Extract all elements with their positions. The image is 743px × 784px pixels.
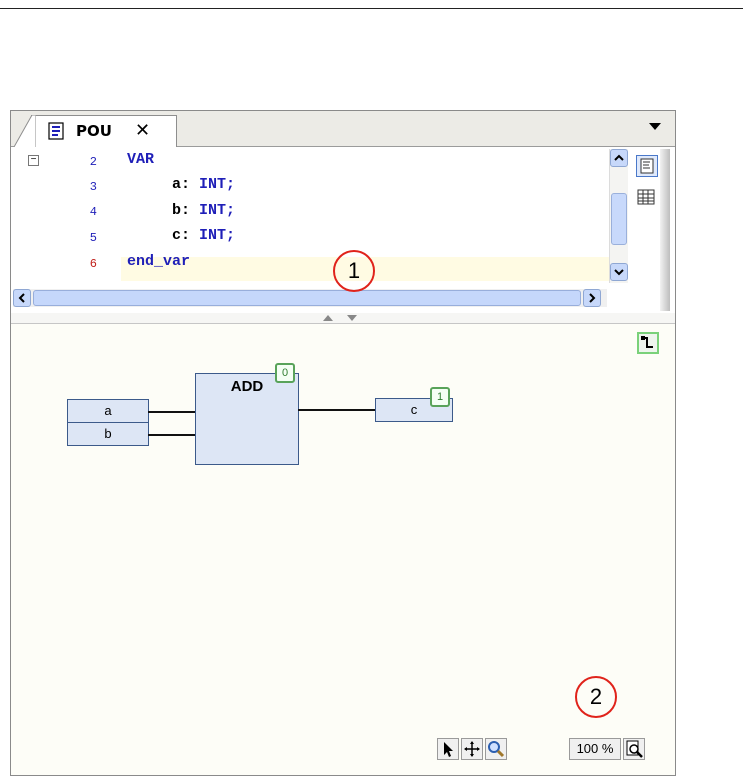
pointer-icon	[444, 742, 453, 757]
callout-2: 2	[575, 676, 617, 718]
wire-c	[298, 409, 376, 411]
input-variable-a[interactable]: a	[67, 399, 149, 423]
table-view-icon	[637, 189, 655, 205]
top-rule	[0, 8, 743, 9]
magnifier-icon	[488, 741, 505, 758]
zoom-level-display[interactable]: 100 %	[569, 738, 621, 760]
router-icon	[641, 336, 653, 348]
add-block[interactable]: ADD	[195, 373, 299, 465]
collapse-block-icon[interactable]: −	[28, 155, 39, 166]
add-block-label: ADD	[230, 378, 264, 395]
zoom-tool-button[interactable]	[485, 738, 507, 760]
scroll-up-button[interactable]	[610, 149, 628, 167]
code-line: c: INT;	[127, 227, 235, 244]
wire-a	[148, 411, 196, 413]
pou-document-icon	[48, 122, 64, 140]
line-number: 2	[89, 155, 97, 169]
code-token: INT;	[199, 202, 236, 219]
code-area[interactable]: VAR a: INT; b: INT; c: INT; end_var	[121, 147, 609, 285]
vertical-scroll-thumb[interactable]	[611, 193, 627, 245]
scroll-down-button[interactable]	[610, 263, 628, 281]
vertical-scrollbar[interactable]	[609, 149, 628, 283]
line-number-current: 6	[89, 257, 97, 271]
chevron-left-icon	[18, 293, 25, 303]
scroll-right-button[interactable]	[583, 289, 601, 307]
code-line: VAR	[127, 151, 154, 168]
tab-bar: POU ✕	[11, 111, 675, 147]
code-token: INT;	[199, 176, 236, 193]
pou-editor-window: POU ✕ − 2 3 4 5 6 VAR a: INT; b: INT; c:…	[10, 110, 676, 776]
splitter-arrows-icon	[323, 315, 357, 321]
callout-1: 1	[333, 250, 375, 292]
text-view-icon	[640, 158, 654, 174]
zoom-options-button[interactable]	[623, 738, 645, 760]
code-token: end_var	[127, 253, 191, 270]
horizontal-scrollbar[interactable]	[13, 289, 607, 307]
fbd-canvas[interactable]: a b ADD 0 c 1 1 2 100 %	[11, 250, 675, 775]
chevron-down-icon	[614, 269, 624, 276]
horizontal-scroll-thumb[interactable]	[33, 290, 581, 306]
code-token: b:	[127, 202, 200, 219]
select-tool-button[interactable]	[437, 738, 459, 760]
view-switcher-edge	[660, 149, 670, 311]
line-router-button[interactable]	[637, 332, 659, 354]
code-line: a: INT;	[127, 176, 235, 193]
code-token: c:	[127, 227, 200, 244]
tab-slant	[14, 115, 36, 147]
scroll-left-button[interactable]	[13, 289, 31, 307]
chevron-up-icon	[614, 154, 624, 161]
input-variable-b[interactable]: b	[67, 422, 149, 446]
zoom-page-icon	[626, 740, 643, 758]
code-line: end_var	[127, 253, 190, 270]
declaration-editor: − 2 3 4 5 6 VAR a: INT; b: INT; c: INT; …	[11, 147, 675, 313]
close-tab-icon[interactable]: ✕	[135, 120, 151, 141]
tabular-view-button[interactable]	[636, 187, 658, 209]
line-number: 5	[89, 231, 97, 245]
code-token: VAR	[127, 151, 155, 168]
code-line: b: INT;	[127, 202, 235, 219]
chevron-right-icon	[589, 293, 596, 303]
line-number-gutter: − 2 3 4 5 6	[11, 147, 119, 285]
move-icon	[464, 741, 480, 757]
tab-list-dropdown-icon[interactable]	[649, 123, 661, 130]
editor-splitter[interactable]	[11, 313, 675, 324]
line-number: 4	[89, 205, 97, 219]
tab-label: POU	[76, 122, 112, 140]
execution-order-badge: 1	[430, 387, 450, 407]
line-number: 3	[89, 180, 97, 194]
tab-pou[interactable]: POU ✕	[14, 115, 177, 147]
code-token: a:	[127, 176, 200, 193]
pan-tool-button[interactable]	[461, 738, 483, 760]
wire-b	[148, 434, 196, 436]
view-switcher	[630, 149, 670, 311]
code-token: INT;	[199, 227, 236, 244]
textual-view-button[interactable]	[636, 155, 658, 177]
execution-order-badge: 0	[275, 363, 295, 383]
